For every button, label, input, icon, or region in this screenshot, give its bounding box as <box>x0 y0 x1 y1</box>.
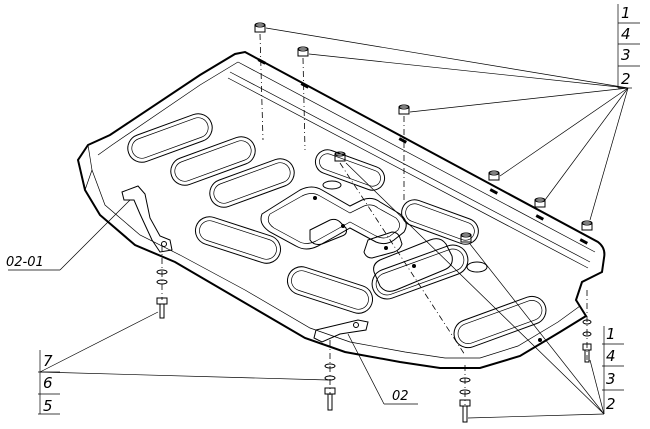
cutout <box>371 244 469 300</box>
cutout <box>286 266 374 314</box>
central-cutout-inner <box>267 193 400 244</box>
cutout <box>314 149 386 191</box>
rivet <box>341 224 345 228</box>
plate-inner-edge <box>91 61 596 359</box>
cutout <box>209 158 295 208</box>
label-left-7: 7 <box>43 352 53 370</box>
label-stack-top: 1 4 3 2 <box>618 4 640 88</box>
nut <box>534 197 546 208</box>
label-stack-bottom: 1 4 3 2 <box>602 325 624 413</box>
plate-outline <box>76 50 606 369</box>
flange-slots <box>257 58 589 245</box>
label-top-2: 2 <box>621 70 631 88</box>
leaders <box>8 4 632 419</box>
rivet <box>412 264 416 268</box>
plate-flange-line <box>227 71 591 269</box>
label-bottom-4: 4 <box>606 347 616 365</box>
rivet <box>384 246 388 250</box>
centerlines <box>161 33 588 405</box>
label-top-4: 4 <box>621 25 631 43</box>
nut <box>334 151 346 162</box>
nut <box>297 46 309 57</box>
label-part-02: 02 <box>392 389 409 404</box>
cutout <box>127 113 213 163</box>
nut <box>488 170 500 181</box>
bracket-02 <box>313 319 369 343</box>
nut <box>398 104 410 115</box>
label-part-02-01: 02-01 <box>6 255 44 270</box>
bolt-middle <box>324 363 336 411</box>
nut <box>460 232 472 243</box>
bolt-right-1 <box>459 377 471 423</box>
fasteners-bottom <box>156 269 592 423</box>
label-bottom-3: 3 <box>606 370 616 388</box>
plate-side-flange <box>84 144 93 191</box>
label-left-5: 5 <box>43 397 53 415</box>
cutout <box>363 231 403 259</box>
cutout <box>453 295 547 349</box>
cutouts <box>127 113 547 349</box>
label-top-1: 1 <box>621 4 631 22</box>
cutout <box>194 216 282 264</box>
rivet <box>538 338 542 342</box>
bracket-02-01 <box>121 185 173 253</box>
nuts <box>254 22 593 243</box>
label-bottom-2: 2 <box>606 395 616 413</box>
bolt-right-2 <box>582 319 592 363</box>
label-stack-left: 7 6 5 <box>38 352 60 415</box>
nut <box>254 22 266 33</box>
small-hole <box>466 261 488 273</box>
bolt-left <box>156 269 168 319</box>
label-bottom-1: 1 <box>606 325 616 343</box>
cutout <box>373 238 453 292</box>
small-hole <box>322 180 342 190</box>
label-top-3: 3 <box>621 46 631 64</box>
cutout <box>170 136 256 186</box>
nut <box>581 220 593 231</box>
rivet <box>313 196 317 200</box>
cutout <box>401 199 479 245</box>
label-left-6: 6 <box>43 374 53 392</box>
cutout <box>309 218 347 245</box>
